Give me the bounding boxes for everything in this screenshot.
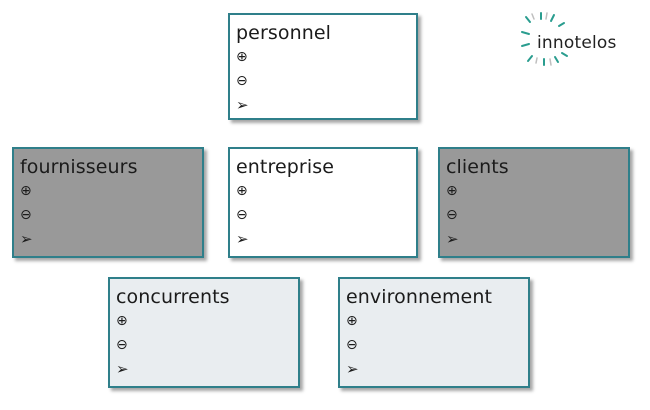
card-title: concurrents: [116, 286, 230, 308]
expand-icon[interactable]: ⊕: [346, 313, 358, 329]
card-environnement: environnement ⊕ ⊖ ➢: [338, 277, 530, 388]
collapse-icon[interactable]: ⊖: [446, 207, 458, 223]
innotelos-logo: innotelos: [508, 10, 633, 70]
card-fournisseurs: fournisseurs ⊕ ⊖ ➢: [12, 147, 204, 258]
card-entreprise: entreprise ⊕ ⊖ ➢: [228, 147, 418, 258]
collapse-icon[interactable]: ⊖: [236, 207, 248, 223]
expand-icon[interactable]: ⊕: [236, 183, 248, 199]
card-title: fournisseurs: [20, 156, 138, 178]
expand-icon[interactable]: ⊕: [20, 183, 32, 199]
card-personnel: personnel ⊕ ⊖ ➢: [228, 13, 418, 120]
collapse-icon[interactable]: ⊖: [20, 207, 32, 223]
navigate-arrow-icon[interactable]: ➢: [346, 360, 359, 378]
collapse-icon[interactable]: ⊖: [346, 337, 358, 353]
card-title: environnement: [346, 286, 493, 308]
expand-icon[interactable]: ⊕: [116, 313, 128, 329]
card-title: clients: [446, 156, 509, 178]
collapse-icon[interactable]: ⊖: [116, 337, 128, 353]
navigate-arrow-icon[interactable]: ➢: [236, 230, 249, 248]
card-concurrents: concurrents ⊕ ⊖ ➢: [108, 277, 300, 388]
expand-icon[interactable]: ⊕: [446, 183, 458, 199]
expand-icon[interactable]: ⊕: [236, 49, 248, 65]
collapse-icon[interactable]: ⊖: [236, 73, 248, 89]
navigate-arrow-icon[interactable]: ➢: [116, 360, 129, 378]
logo-wordmark: innotelos: [537, 33, 617, 53]
navigate-arrow-icon[interactable]: ➢: [446, 230, 459, 248]
navigate-arrow-icon[interactable]: ➢: [20, 230, 33, 248]
card-clients: clients ⊕ ⊖ ➢: [438, 147, 630, 258]
card-title: entreprise: [236, 156, 335, 178]
logo-rays-icon: [521, 12, 568, 66]
navigate-arrow-icon[interactable]: ➢: [236, 96, 249, 114]
card-title: personnel: [236, 22, 332, 44]
